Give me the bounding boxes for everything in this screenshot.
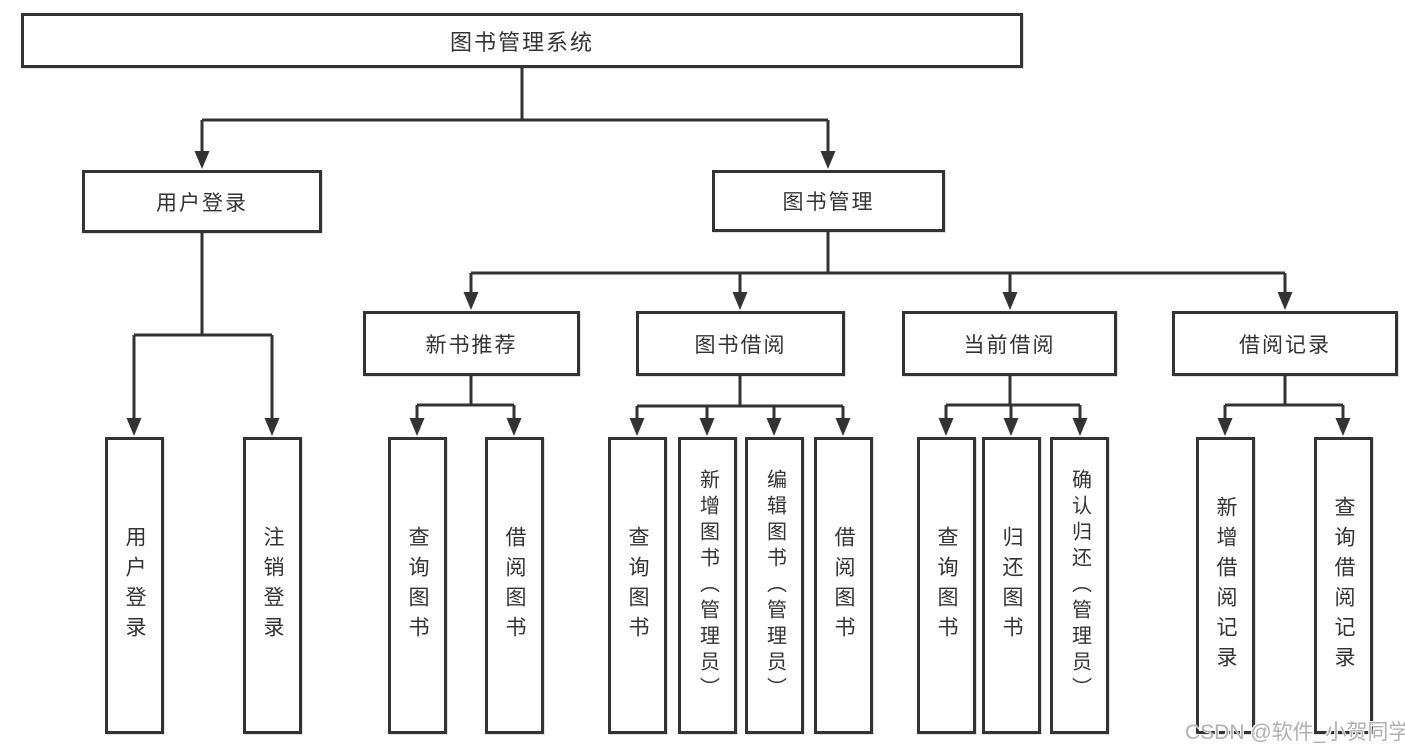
leaf-confirm-return-admin: 确认归还（管理员） [1050,437,1109,734]
leaf-query-borrow-record-label: 查询借阅记录 [1332,495,1355,676]
leaf-logout-label: 注销登录 [261,525,284,646]
new-book-recommendation-node: 新书推荐 [363,311,580,376]
leaf-add-book-admin-label: 新增图书（管理员） [696,468,719,703]
leaf-user-login: 用户登录 [105,437,164,734]
current-borrowing-label: 当前借阅 [963,333,1056,357]
book-borrowing-label: 图书借阅 [694,333,787,357]
leaf-query-books-current-label: 查询图书 [935,525,958,646]
leaf-query-borrow-record: 查询借阅记录 [1314,437,1373,734]
leaf-query-books-recommend-label: 查询图书 [406,525,429,646]
arrowhead-shapes [126,151,1351,436]
csdn-watermark: CSDN @软件_小贺同学 [1185,721,1405,744]
leaf-query-books-recommend: 查询图书 [388,437,447,734]
borrowing-records-node: 借阅记录 [1172,311,1398,376]
current-borrowing-node: 当前借阅 [902,311,1117,376]
leaf-edit-book-admin-label: 编辑图书（管理员） [763,468,786,703]
leaf-logout: 注销登录 [243,437,302,734]
borrowing-records-label: 借阅记录 [1239,333,1331,357]
leaf-edit-book-admin: 编辑图书（管理员） [745,437,804,734]
leaf-query-books-borrowing: 查询图书 [608,437,667,734]
leaf-borrow-books-borrowing: 借阅图书 [814,437,873,734]
leaf-add-borrow-record-label: 新增借阅记录 [1214,495,1237,676]
leaf-confirm-return-admin-label: 确认归还（管理员） [1068,468,1091,703]
book-management-label: 图书管理 [782,191,875,214]
book-borrowing-node: 图书借阅 [636,311,845,376]
leaf-query-books-current: 查询图书 [917,437,976,734]
root-label: 图书管理系统 [449,29,594,55]
connector-stroke-paths [132,67,1345,419]
new-book-recommendation-label: 新书推荐 [425,333,518,357]
leaf-add-borrow-record: 新增借阅记录 [1196,437,1255,734]
leaf-borrow-books-recommend-label: 借阅图书 [503,525,526,646]
leaf-query-books-borrowing-label: 查询图书 [626,525,649,646]
root-node-library-management-system: 图书管理系统 [21,13,1023,68]
user-login-label: 用户登录 [156,191,248,215]
leaf-borrow-books-borrowing-label: 借阅图书 [832,525,855,646]
leaf-return-book-label: 归还图书 [1000,525,1023,646]
leaf-add-book-admin: 新增图书（管理员） [678,437,737,734]
user-login-node: 用户登录 [82,170,322,233]
leaf-borrow-books-recommend: 借阅图书 [485,437,544,734]
book-management-node: 图书管理 [712,170,945,232]
leaf-return-book: 归还图书 [982,437,1041,734]
leaf-user-login-label: 用户登录 [123,525,146,646]
